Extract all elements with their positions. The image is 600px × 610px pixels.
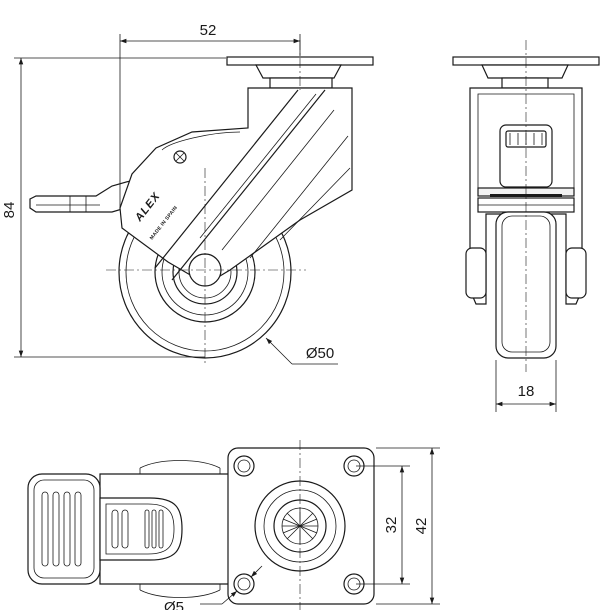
- top-view: 32 42 Ø5: [27, 440, 440, 610]
- side-view: ALEX MADE IN SPAIN 52 84 Ø50: [1, 22, 374, 365]
- dim-wheel-width: 18: [495, 360, 557, 412]
- side-swivel-bearing: [254, 64, 343, 79]
- dim-wheel-width-label: 18: [518, 383, 535, 400]
- dim-hole-spacing: 32: [356, 465, 410, 585]
- dim-plate-size: 42: [376, 447, 440, 605]
- dim-top-width: 52: [119, 22, 301, 208]
- mount-holes: [233, 455, 365, 595]
- front-axle-cap-left: [465, 247, 487, 299]
- front-view: 18: [452, 40, 600, 412]
- front-axle-cap-right: [565, 247, 587, 299]
- dim-hole-diameter: Ø5: [164, 565, 263, 610]
- side-brake-lever: [29, 180, 133, 213]
- side-swivel-neck: [269, 77, 333, 89]
- dim-plate-size-label: 42: [413, 518, 430, 535]
- dim-height-label: 84: [1, 202, 18, 219]
- dim-height: 84: [1, 57, 226, 358]
- top-brake-pedal: [27, 473, 101, 585]
- front-swivel-bearing: [481, 64, 569, 79]
- side-fork: [119, 87, 353, 287]
- front-wheel: [495, 211, 557, 359]
- dim-wheel-diameter-label: Ø50: [306, 345, 334, 362]
- dim-hole-spacing-label: 32: [383, 517, 400, 534]
- dim-top-width-label: 52: [200, 22, 217, 39]
- dim-wheel-diameter: Ø50: [265, 337, 338, 365]
- dim-hole-diameter-label: Ø5: [164, 599, 184, 610]
- top-brake-tongue: [99, 497, 183, 561]
- front-swivel-neck: [501, 77, 549, 89]
